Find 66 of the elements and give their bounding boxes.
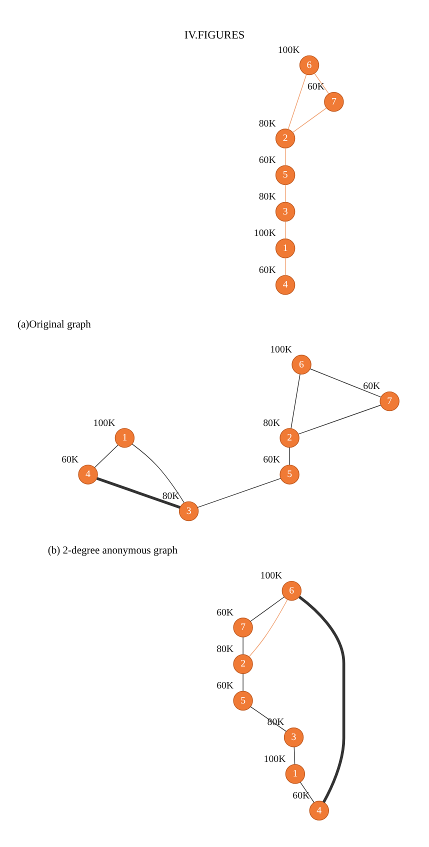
node-circle: 6	[299, 55, 320, 76]
node-circle: 5	[280, 464, 300, 484]
node-circle: 7	[324, 92, 344, 112]
node-label: 60K	[216, 680, 234, 692]
connector	[289, 447, 290, 466]
node-label: 100K	[264, 754, 286, 765]
connector	[197, 478, 281, 508]
node-label: 60K	[258, 264, 276, 276]
node-label: 60K	[216, 607, 234, 618]
connector	[250, 596, 285, 622]
connector	[294, 746, 296, 765]
connector	[314, 73, 330, 94]
connector	[298, 404, 382, 434]
connector	[284, 221, 286, 240]
connector	[94, 444, 118, 468]
node-label: 80K	[162, 491, 180, 502]
node-label: 80K	[258, 118, 276, 130]
connector	[242, 636, 244, 655]
node-label: 60K	[258, 154, 276, 166]
node-circle: 2	[233, 654, 253, 674]
label: (a)Original graph	[17, 319, 91, 330]
node-circle: 6	[282, 580, 302, 601]
connector	[96, 477, 180, 509]
node-circle: 4	[309, 800, 329, 821]
node-label: 60K	[363, 381, 380, 392]
diagram-title: IV.FIGURES	[184, 30, 245, 42]
connector	[242, 673, 244, 692]
connector	[300, 782, 314, 803]
node-circle: 3	[284, 728, 304, 748]
connector	[284, 184, 286, 202]
node-label: 80K	[258, 192, 276, 203]
connector	[132, 444, 184, 504]
node-label: 80K	[263, 418, 280, 429]
node-circle: 4	[275, 275, 296, 295]
node-label: 100K	[270, 344, 292, 356]
node-label: 100K	[254, 228, 276, 240]
node-label: 60K	[307, 82, 324, 93]
connector	[288, 74, 307, 130]
node-circle: 7	[380, 391, 400, 412]
node-label: 60K	[263, 454, 280, 466]
node-circle: 6	[292, 354, 312, 375]
node-label: 100K	[93, 418, 116, 429]
node-label: 80K	[216, 644, 234, 655]
connector	[290, 374, 300, 429]
node-circle: 2	[280, 428, 300, 448]
node-circle: 1	[275, 238, 296, 258]
connector	[310, 368, 382, 398]
node-circle: 3	[178, 501, 199, 522]
connector	[292, 108, 327, 133]
node-circle: 1	[114, 428, 135, 448]
connector	[284, 148, 286, 166]
connector	[284, 258, 286, 276]
node-label: 60K	[292, 790, 310, 802]
node-label: 60K	[62, 454, 79, 466]
node-circle: 2	[275, 128, 296, 148]
node-circle: 4	[78, 464, 98, 484]
node-label: 100K	[260, 570, 282, 582]
connector	[248, 599, 288, 658]
node-label: 100K	[278, 45, 300, 56]
node-circle: 5	[275, 165, 296, 185]
node-circle: 1	[285, 764, 306, 784]
node-circle: 3	[275, 202, 296, 222]
node-circle: 5	[233, 690, 253, 711]
connector	[298, 596, 346, 803]
node-circle: 7	[233, 618, 253, 638]
label: (b) 2-degree anonymous graph	[48, 545, 178, 556]
